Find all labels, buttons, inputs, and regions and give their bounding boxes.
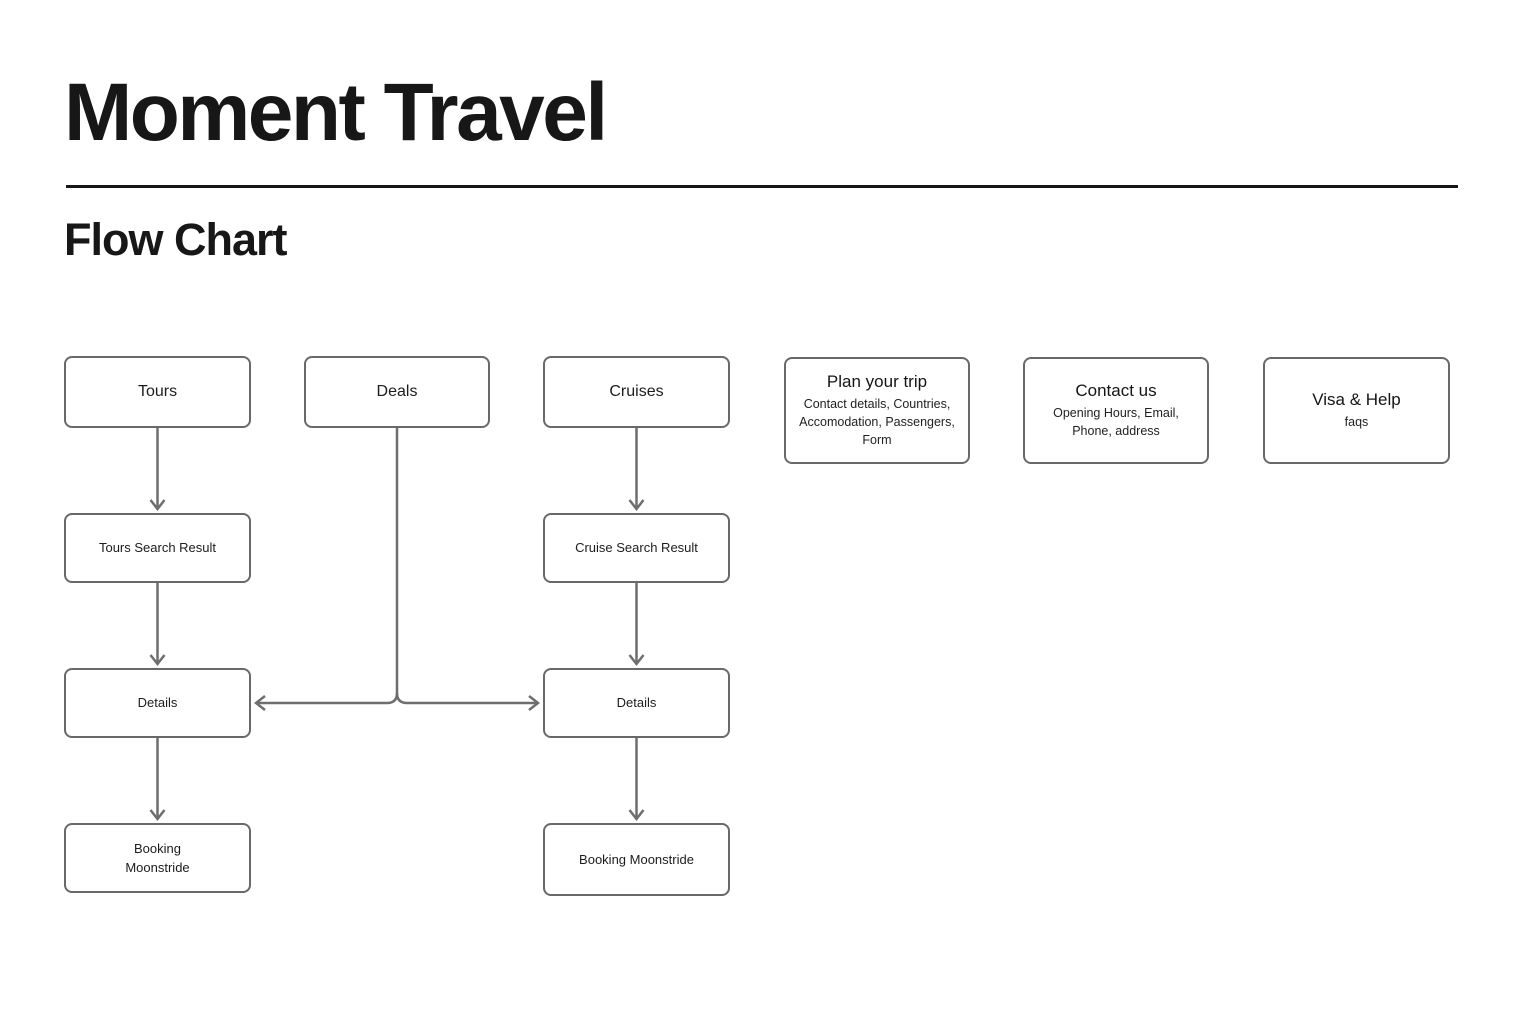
edge-deals-to-details-cruises bbox=[395, 692, 538, 705]
flow-node-label: Tours bbox=[137, 383, 178, 400]
flow-node-contact-us: Contact us Opening Hours, Email, Phone, … bbox=[1023, 357, 1209, 464]
arrowhead-down-icon bbox=[628, 809, 645, 822]
flow-node-plan-your-trip: Plan your trip Contact details, Countrie… bbox=[784, 357, 970, 464]
flow-node-label: Cruise Search Result bbox=[575, 540, 698, 556]
flow-node-booking-moonstride-tours: Booking Moonstride bbox=[64, 823, 251, 893]
title-divider bbox=[66, 185, 1458, 188]
flow-node-label: Booking Moonstride bbox=[579, 851, 694, 867]
flow-node-cruise-search-result: Cruise Search Result bbox=[543, 513, 730, 583]
page-title: Moment Travel bbox=[64, 67, 608, 158]
flow-node-deals: Deals bbox=[304, 356, 490, 428]
flow-node-label: Details bbox=[616, 695, 657, 711]
flow-node-sublabel: Opening Hours, Email, Phone, address bbox=[1053, 405, 1179, 438]
arrowhead-right-icon bbox=[528, 695, 541, 711]
arrowhead-down-icon bbox=[149, 809, 166, 822]
arrowhead-down-icon bbox=[628, 499, 645, 512]
flow-node-label: Cruises bbox=[609, 383, 664, 400]
flow-node-sublabel: faqs bbox=[1344, 414, 1369, 429]
arrowhead-down-icon bbox=[149, 654, 166, 667]
flow-node-label: Details bbox=[137, 695, 178, 711]
flow-node-title: Visa & Help bbox=[1312, 389, 1401, 409]
arrowhead-left-icon bbox=[253, 695, 266, 711]
flow-node-booking-moonstride-cruises: Booking Moonstride bbox=[543, 823, 730, 896]
flow-node-details-cruises: Details bbox=[543, 668, 730, 738]
flow-node-label: Booking Moonstride bbox=[125, 840, 190, 876]
flow-node-tours-search-result: Tours Search Result bbox=[64, 513, 251, 583]
flow-node-title: Plan your trip bbox=[826, 371, 928, 391]
flow-node-label: Deals bbox=[376, 383, 418, 400]
flow-node-visa-help: Visa & Help faqs bbox=[1263, 357, 1450, 464]
flow-node-cruises: Cruises bbox=[543, 356, 730, 428]
section-title: Flow Chart bbox=[64, 214, 287, 265]
arrowhead-down-icon bbox=[628, 654, 645, 667]
edge-deals-to-details-tours bbox=[256, 692, 399, 705]
arrowhead-down-icon bbox=[149, 499, 166, 512]
flow-node-tours: Tours bbox=[64, 356, 251, 428]
flow-node-sublabel: Contact details, Countries, Accomodation… bbox=[799, 396, 955, 448]
flow-node-label: Tours Search Result bbox=[98, 540, 217, 556]
flow-node-title: Contact us bbox=[1075, 380, 1157, 400]
flow-node-details-tours: Details bbox=[64, 668, 251, 738]
